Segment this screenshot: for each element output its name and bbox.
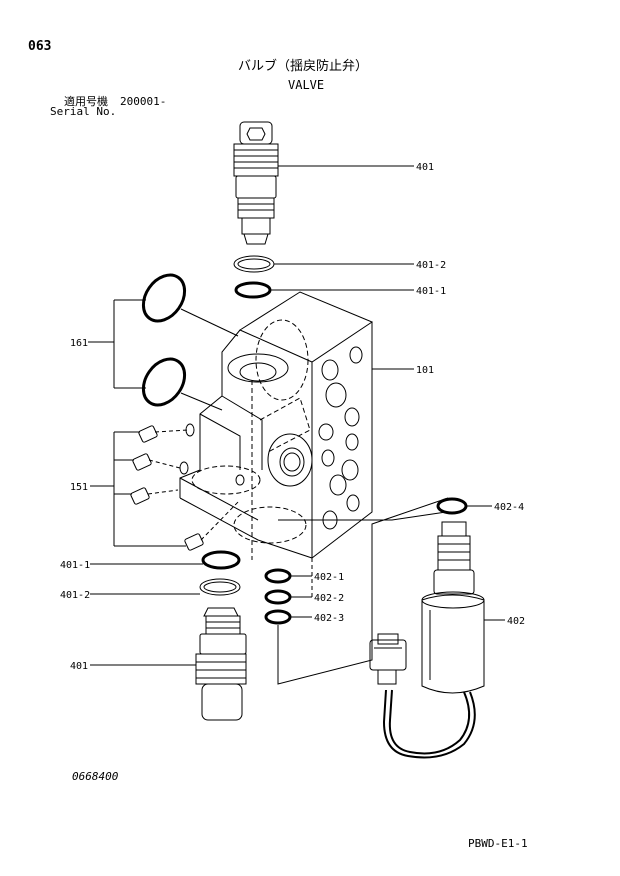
label-401-top: 401: [416, 162, 434, 173]
o-ring-402-2: [264, 589, 292, 605]
valve-body: [179, 291, 374, 560]
o-ring-401-2-bottom: [199, 578, 241, 596]
serial-value: 200001-: [120, 95, 167, 108]
label-401-1-bottom: 401-1: [60, 560, 90, 571]
o-ring-401-1-top: [234, 281, 272, 299]
o-ring-401-2-top: [233, 255, 275, 273]
title-english: VALVE: [288, 78, 325, 92]
label-401-1-top: 401-1: [416, 286, 446, 297]
label-402-1: 402-1: [314, 572, 344, 583]
label-151: 151: [70, 482, 88, 493]
relief-cartridge-top: [233, 121, 279, 245]
page-number: 063: [28, 39, 52, 54]
label-402-3: 402-3: [314, 613, 344, 624]
label-401-bottom: 401: [70, 661, 88, 672]
label-402-4: 402-4: [494, 502, 524, 513]
label-101: 101: [416, 365, 434, 376]
serial-label-english: Serial No.: [50, 105, 117, 118]
drawing-number: 0668400: [72, 770, 119, 783]
o-ring-402-1: [264, 568, 292, 584]
page-code: PBWD-E1-1: [468, 837, 528, 850]
title-japanese: バルブ（揺戻防止弁）: [238, 59, 369, 74]
solenoid-valve-402: [369, 521, 485, 759]
label-401-2-bottom: 401-2: [60, 590, 90, 601]
o-ring-402-3: [264, 609, 292, 625]
label-402-2: 402-2: [314, 593, 344, 604]
serial-label-japanese: 適用号機: [64, 95, 108, 108]
o-ring-402-4: [436, 497, 468, 515]
plugs-151: [130, 425, 241, 551]
label-402: 402: [507, 616, 525, 627]
o-ring-401-1-bottom: [201, 550, 241, 570]
o-ring-161-upper: [141, 273, 187, 323]
relief-cartridge-bottom: [195, 607, 247, 721]
label-161: 161: [70, 338, 88, 349]
label-401-2-top: 401-2: [416, 260, 446, 271]
o-ring-161-lower: [141, 357, 187, 407]
